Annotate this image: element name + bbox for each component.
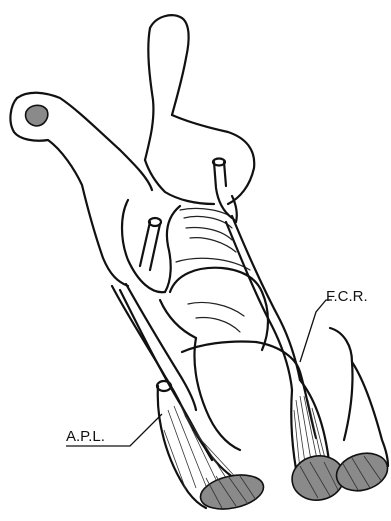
- fcr-cut-end: [332, 448, 391, 497]
- apl-cut-end: [197, 470, 266, 515]
- apl-label: A.P.L.: [66, 428, 105, 445]
- carpal-bones: [122, 200, 268, 350]
- fcr-leader-line: [300, 300, 332, 362]
- index-metacarpal: [10, 93, 152, 286]
- index-joint-surface: [26, 105, 48, 126]
- radius-bone: [120, 290, 388, 466]
- thumb-metacarpal: [145, 15, 254, 204]
- fcr-tendon: [226, 216, 332, 490]
- wire-pins: [140, 159, 237, 271]
- fcr-label: F.C.R.: [326, 288, 368, 305]
